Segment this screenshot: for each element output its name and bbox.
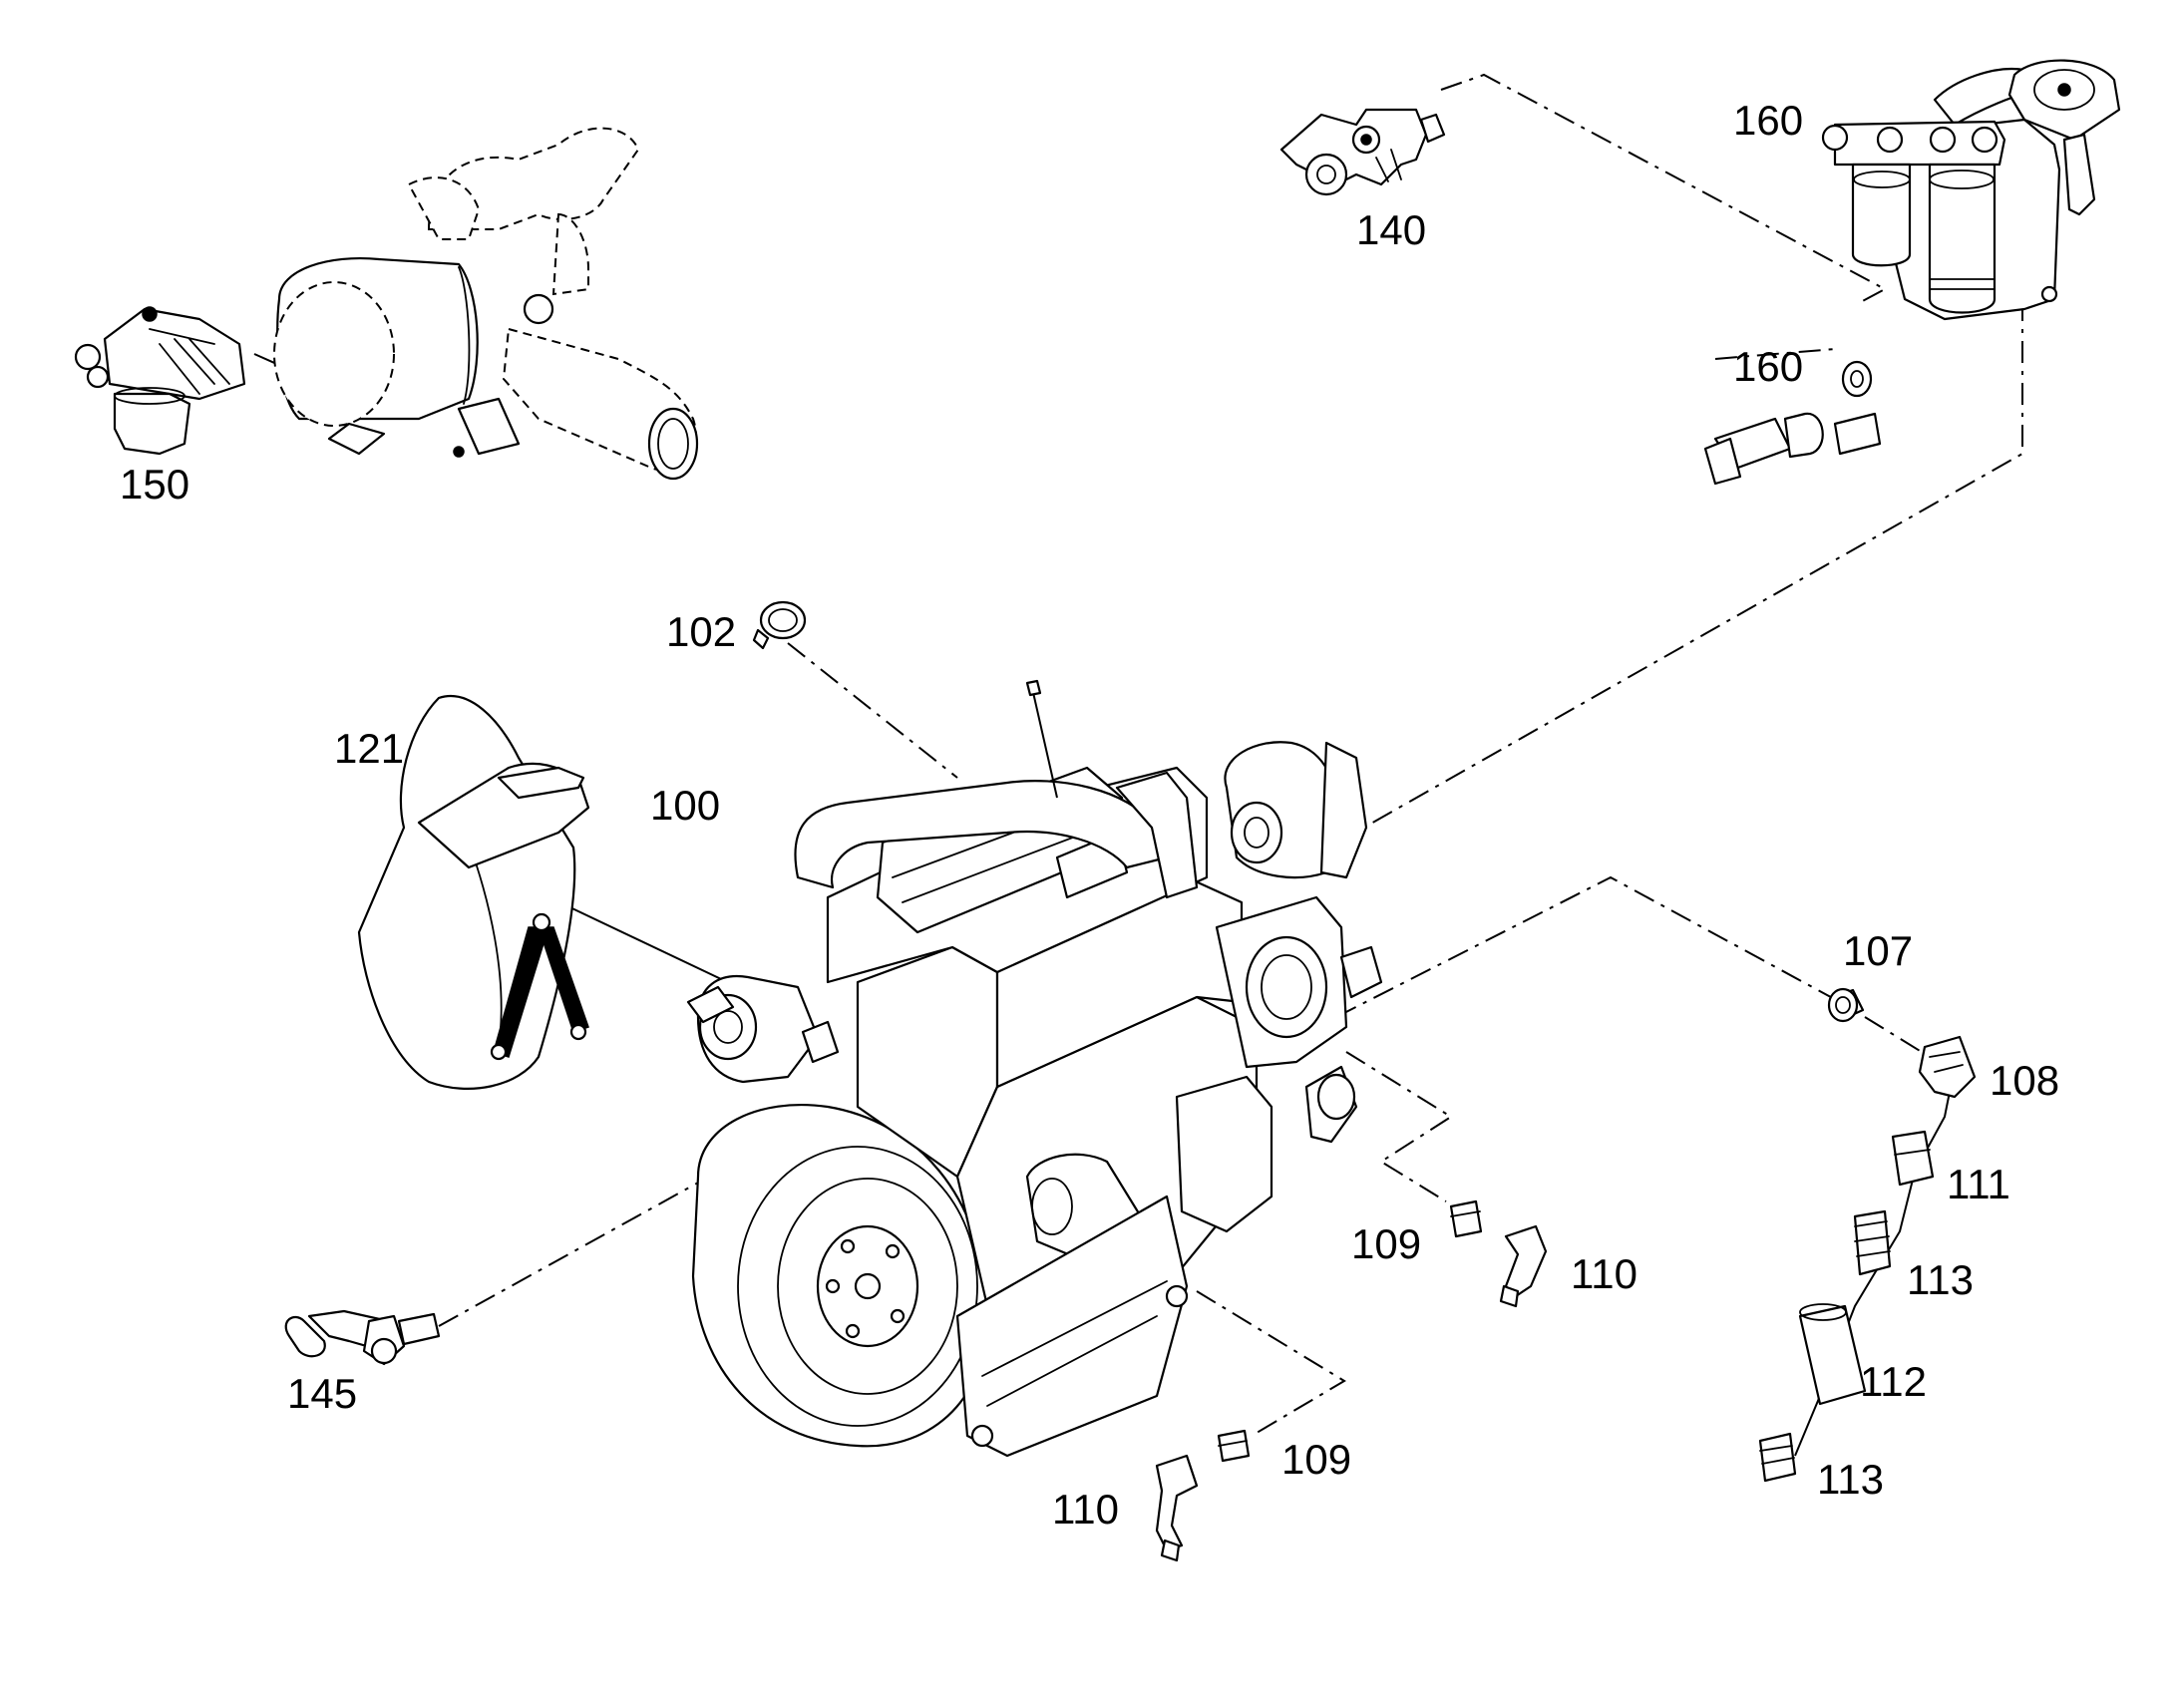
label-150: 150 xyxy=(120,461,189,508)
label-102: 102 xyxy=(666,608,736,655)
fittings-109-110-upper xyxy=(1449,1199,1548,1308)
label-112: 112 xyxy=(1860,1358,1927,1405)
fitting-chain xyxy=(1758,987,1977,1483)
label-107: 107 xyxy=(1843,927,1913,974)
label-160-lower: 160 xyxy=(1733,343,1803,390)
label-100: 100 xyxy=(650,782,720,829)
part-140-bracket xyxy=(1279,108,1446,196)
part-100-engine xyxy=(686,679,1383,1458)
label-113-upper: 113 xyxy=(1907,1256,1974,1303)
label-160-upper: 160 xyxy=(1733,97,1803,144)
part-145-clamp xyxy=(284,1309,441,1366)
part-labels: 150 140 160 160 102 121 100 107 108 111 … xyxy=(120,97,2059,1533)
label-113-lower: 113 xyxy=(1817,1456,1884,1503)
part-121-guard xyxy=(357,695,590,1090)
label-140: 140 xyxy=(1356,206,1426,253)
leader-lines xyxy=(253,73,2023,1457)
label-110-lower: 110 xyxy=(1052,1486,1119,1533)
label-108: 108 xyxy=(1990,1057,2059,1104)
label-110-upper: 110 xyxy=(1571,1250,1637,1297)
fittings-109-110-lower xyxy=(1155,1429,1251,1562)
label-109-lower: 109 xyxy=(1281,1436,1351,1483)
label-111: 111 xyxy=(1947,1161,2010,1207)
label-121: 121 xyxy=(334,725,404,772)
part-160-dual-filter xyxy=(1703,59,2121,486)
label-109-upper: 109 xyxy=(1351,1220,1421,1267)
part-102-clamp xyxy=(752,600,807,650)
label-145: 145 xyxy=(287,1370,357,1417)
part-150-filter-assembly xyxy=(74,127,699,481)
